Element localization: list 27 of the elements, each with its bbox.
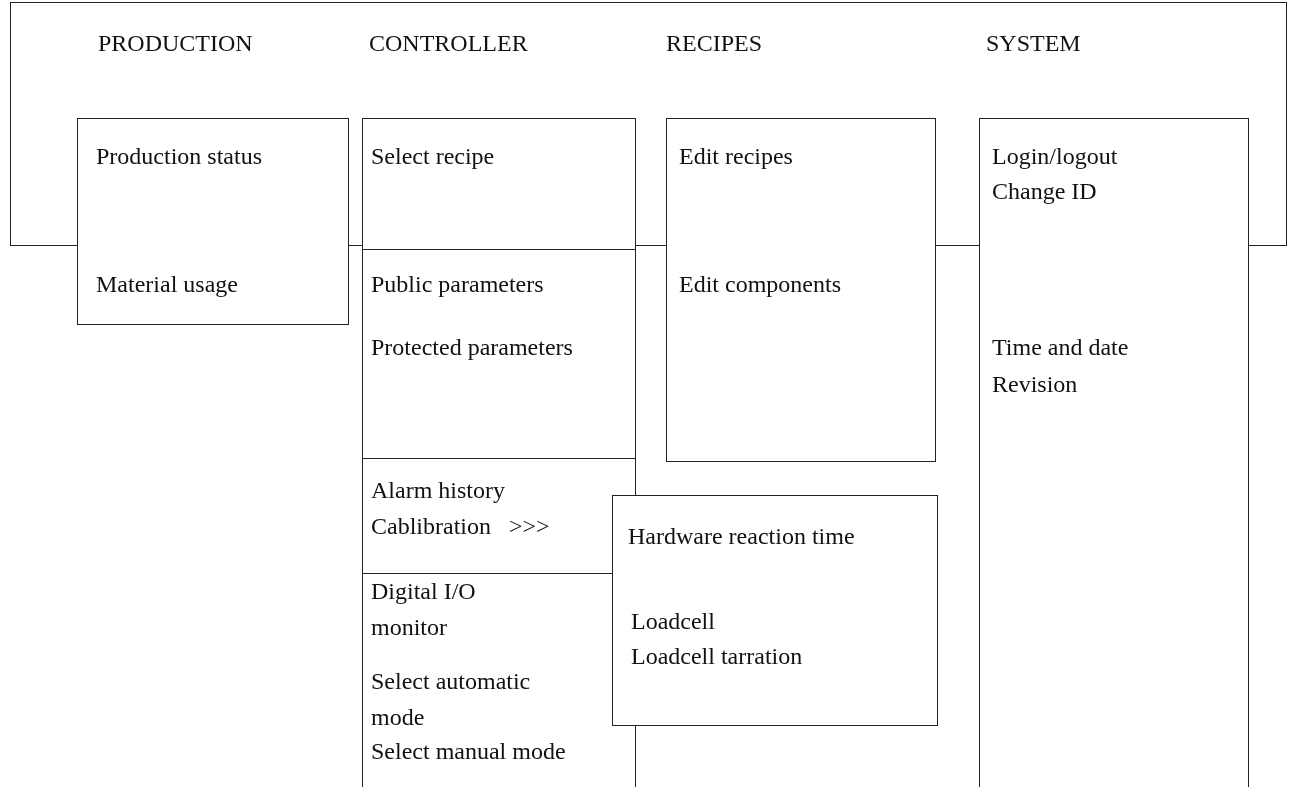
menu-item: Material usage [96,270,238,299]
menu-item: Change ID [992,177,1097,206]
dropdown-panel [979,118,1249,787]
menu-item: Select manual mode [371,737,566,766]
menu-item: Cablibration >>> [371,512,550,541]
menu-item: Production status [96,142,262,171]
menu-item: Login/logout [992,142,1118,171]
submenu-panel [612,495,938,726]
menu-item: Edit recipes [679,142,793,171]
dropdown-panel [77,118,349,325]
dropdown-panel [666,118,936,462]
menu-item: Digital I/O monitor [371,577,477,642]
menu-item: Public parameters [371,270,544,299]
menu-item: Hardware reaction time [628,522,855,551]
menu-heading: CONTROLLER [369,29,528,58]
menu-item: Select automatic mode [371,667,532,732]
menu-item: Alarm history [371,476,505,505]
menu-heading: SYSTEM [986,29,1081,58]
menu-item: Protected parameters [371,333,573,362]
menu-heading: RECIPES [666,29,763,58]
menu-item: Loadcell tarration [631,642,803,671]
menu-item: Edit components [679,270,841,299]
menu-item: Loadcell [631,607,715,636]
menu-item: Time and date [992,333,1129,362]
menu-heading: PRODUCTION [98,29,253,58]
menu-item: Revision [992,370,1078,399]
menu-item: Select recipe [371,142,495,171]
